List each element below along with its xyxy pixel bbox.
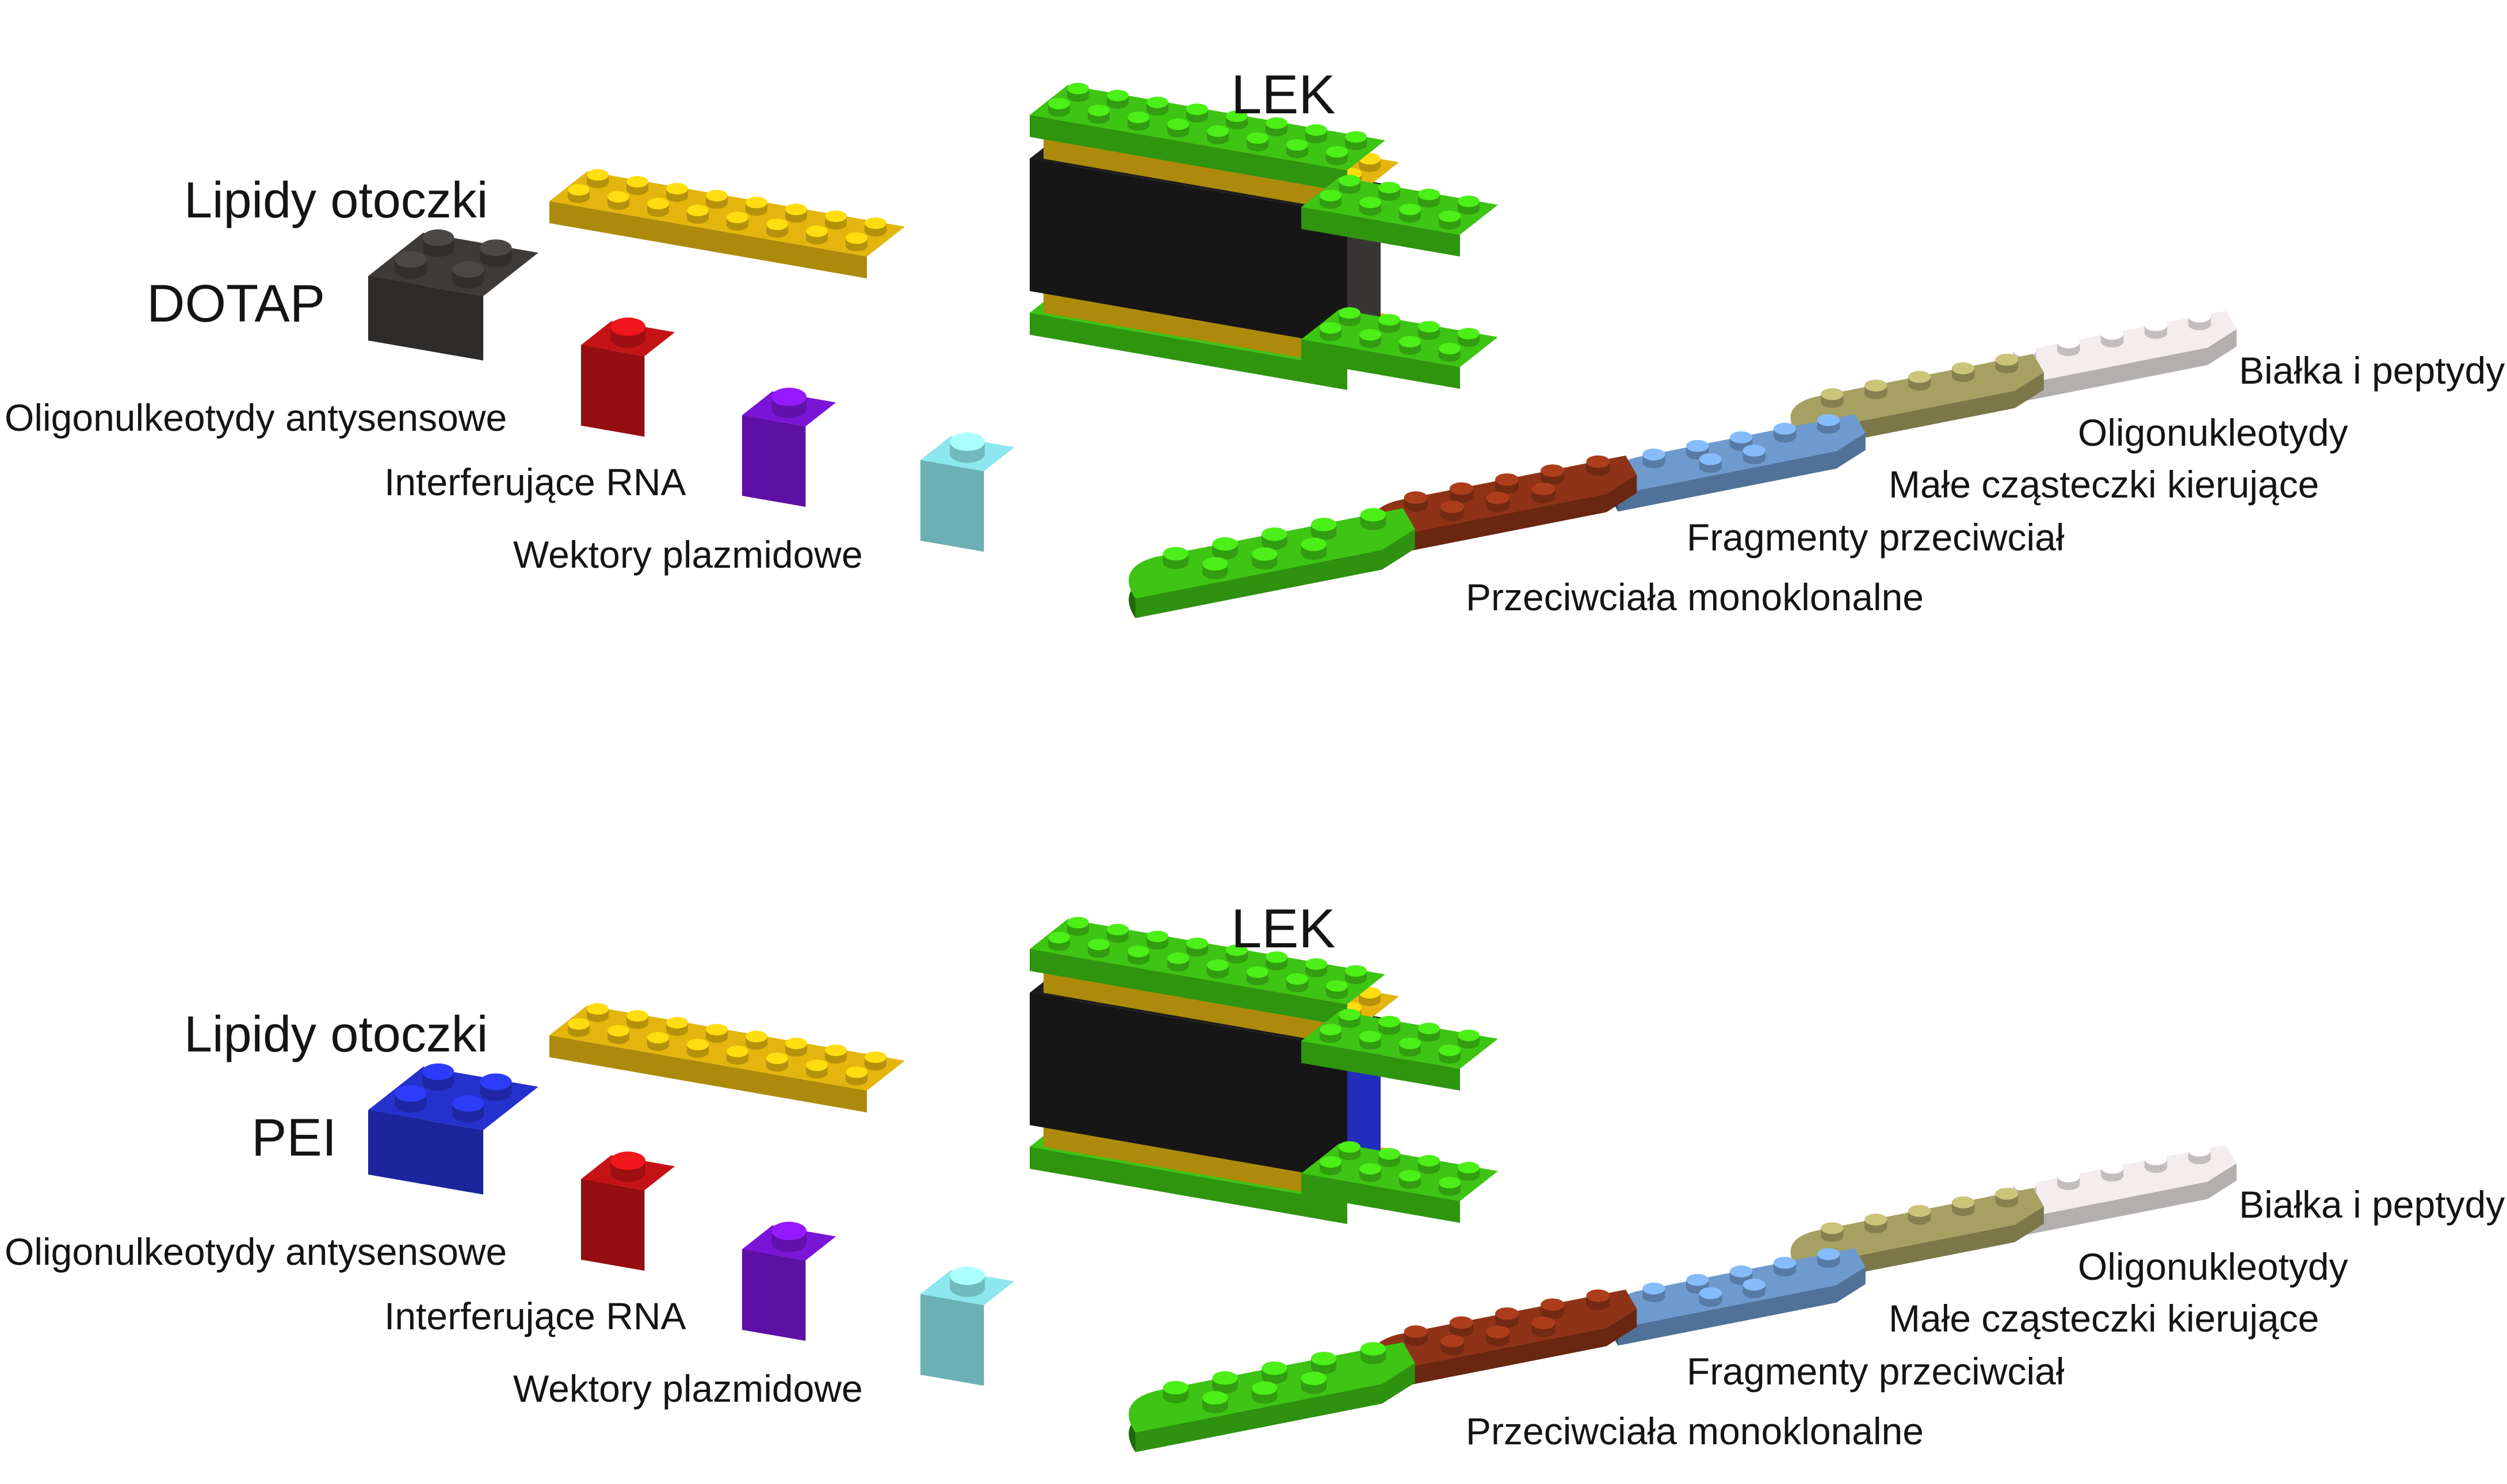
label-antisense-pei: Oligonulkeotydy antysensowe bbox=[5, 1230, 507, 1273]
label-drug-pei: LEK bbox=[1231, 898, 1336, 959]
label-carrier-dotap: DOTAP bbox=[147, 274, 326, 333]
proteins-plate-pei bbox=[1983, 1145, 2237, 1242]
lek-assembly-pei bbox=[1030, 917, 1498, 1224]
label-drug-dotap: LEK bbox=[1231, 64, 1336, 125]
label-proteins-dotap: Białka i peptydy bbox=[2239, 349, 2505, 392]
carrier-brick-dotap bbox=[368, 229, 538, 361]
sirna-brick-dotap bbox=[742, 388, 836, 507]
label-sirna-dotap: Interferujące RNA bbox=[384, 461, 686, 503]
label-antibody-fragments-dotap: Fragmenty przeciwciał bbox=[1687, 516, 2065, 559]
label-oligos-pei: Oligonukleotydy bbox=[2078, 1245, 2348, 1288]
label-monoclonal-pei: Przeciwciała monoklonalne bbox=[1466, 1410, 1924, 1452]
label-plasmid-pei: Wektory plazmidowe bbox=[513, 1367, 863, 1410]
monoclonal-plate-pei bbox=[1129, 1342, 1415, 1452]
envelope-lipids-plate-pei bbox=[549, 1003, 905, 1112]
panel-dotap bbox=[368, 83, 2237, 618]
antisense-brick-dotap bbox=[581, 318, 675, 437]
panel-pei bbox=[368, 917, 2237, 1452]
antisense-brick-pei bbox=[581, 1152, 675, 1271]
envelope-lipids-plate-dotap bbox=[549, 169, 905, 278]
label-sirna-pei: Interferujące RNA bbox=[384, 1295, 686, 1337]
carrier-brick-pei bbox=[368, 1063, 538, 1195]
monoclonal-plate-dotap bbox=[1129, 508, 1415, 618]
label-proteins-pei: Białka i peptydy bbox=[2239, 1183, 2505, 1226]
sirna-brick-pei bbox=[742, 1222, 836, 1341]
antibody-fragments-plate-dotap bbox=[1372, 455, 1637, 557]
label-plasmid-dotap: Wektory plazmidowe bbox=[513, 533, 863, 576]
antibody-fragments-plate-pei bbox=[1372, 1289, 1637, 1391]
label-envelope-lipids-dotap: Lipidy otoczki bbox=[184, 171, 488, 228]
proteins-plate-dotap bbox=[1983, 311, 2237, 408]
label-oligos-dotap: Oligonukleotydy bbox=[2078, 411, 2348, 454]
label-envelope-lipids-pei: Lipidy otoczki bbox=[184, 1005, 488, 1062]
label-antisense-dotap: Oligonulkeotydy antysensowe bbox=[5, 396, 507, 439]
plasmid-brick-dotap bbox=[920, 433, 1015, 552]
lek-assembly-dotap bbox=[1030, 83, 1498, 390]
label-antibody-fragments-pei: Fragmenty przeciwciał bbox=[1687, 1350, 2065, 1393]
label-carrier-pei: PEI bbox=[251, 1108, 337, 1167]
label-monoclonal-dotap: Przeciwciała monoklonalne bbox=[1466, 576, 1924, 618]
small-molecules-plate-pei bbox=[1612, 1248, 1866, 1346]
label-small-molecules-pei: Małe cząsteczki kierujące bbox=[1889, 1297, 2319, 1340]
plasmid-brick-pei bbox=[920, 1267, 1015, 1386]
label-small-molecules-dotap: Małe cząsteczki kierujące bbox=[1889, 463, 2319, 506]
small-molecules-plate-dotap bbox=[1612, 414, 1866, 512]
